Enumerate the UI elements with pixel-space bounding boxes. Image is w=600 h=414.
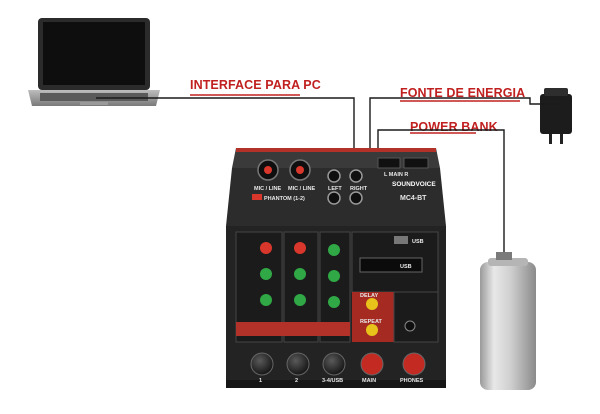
mixer: SOUNDVOICE MC4-BT MIC / LINE MIC / LINE … (226, 148, 446, 388)
high-knob-3[interactable] (328, 244, 340, 256)
mic-line-1-label: MIC / LINE (254, 186, 282, 192)
left-label: LEFT (328, 186, 342, 192)
laptop-icon (28, 18, 160, 106)
volume-knob-1[interactable] (250, 352, 274, 376)
cables (96, 97, 558, 252)
phones-label: PHONES (400, 378, 424, 384)
main-r-label: L MAIN R (384, 172, 408, 178)
low-knob-2[interactable] (294, 294, 306, 306)
low-knob-1[interactable] (260, 294, 272, 306)
phantom-label: PHANTOM (1-2) (264, 196, 305, 202)
delay-knob[interactable] (366, 298, 378, 310)
high-knob-2[interactable] (294, 268, 306, 280)
gain-knob-1[interactable] (260, 242, 272, 254)
low-knob-3[interactable] (328, 296, 340, 308)
usb-display-label: USB (400, 264, 412, 270)
model-label: MC4-BT (400, 195, 427, 202)
repeat-label: REPEAT (360, 319, 383, 325)
main-label: MAIN (362, 378, 376, 384)
mic-line-2-label: MIC / LINE (288, 186, 316, 192)
power-bank-icon (480, 252, 536, 390)
volume-knob-3[interactable] (322, 352, 346, 376)
cable-powerbank (377, 129, 505, 252)
ch2-label: 2 (295, 378, 298, 384)
delay-label: DELAY (360, 293, 378, 299)
fonte-energia-label: FONTE DE ENERGIA (400, 86, 526, 100)
high-knob-1[interactable] (260, 268, 272, 280)
power-adapter-icon (540, 88, 572, 144)
right-label: RIGHT (350, 186, 368, 192)
repeat-knob[interactable] (366, 324, 378, 336)
phones-knob[interactable] (402, 352, 426, 376)
usb-label: USB (412, 239, 424, 245)
ch34-label: 3-4/USB (322, 378, 343, 384)
cable-power (369, 97, 558, 148)
volume-knob-2[interactable] (286, 352, 310, 376)
main-knob[interactable] (360, 352, 384, 376)
ch1-label: 1 (259, 378, 262, 384)
interface-pc-label: INTERFACE PARA PC (190, 78, 321, 92)
gain-knob-2[interactable] (294, 242, 306, 254)
cable-pc (96, 97, 355, 148)
brand-label: SOUNDVOICE (392, 181, 436, 188)
mid-knob-3[interactable] (328, 270, 340, 282)
